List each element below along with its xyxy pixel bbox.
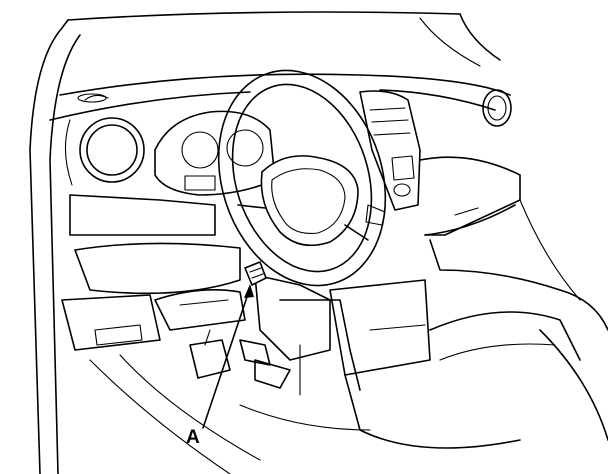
pedals [189, 329, 291, 389]
part-a-connector [244, 261, 267, 286]
right-air-vent [482, 89, 512, 127]
dash-top [49, 73, 511, 121]
floor-lines [89, 289, 608, 474]
lower-left-panel [61, 194, 246, 351]
left-air-vent [64, 117, 145, 186]
steering-column [254, 274, 361, 396]
windshield-frame [29, 11, 501, 474]
center-stack [359, 90, 421, 211]
callout-label-a: A [186, 427, 200, 448]
callout-leader-a [202, 284, 254, 429]
passenger-dash [419, 156, 581, 301]
instrument-cluster [154, 110, 276, 196]
steering-wheel [217, 69, 387, 287]
center-console [329, 279, 581, 449]
